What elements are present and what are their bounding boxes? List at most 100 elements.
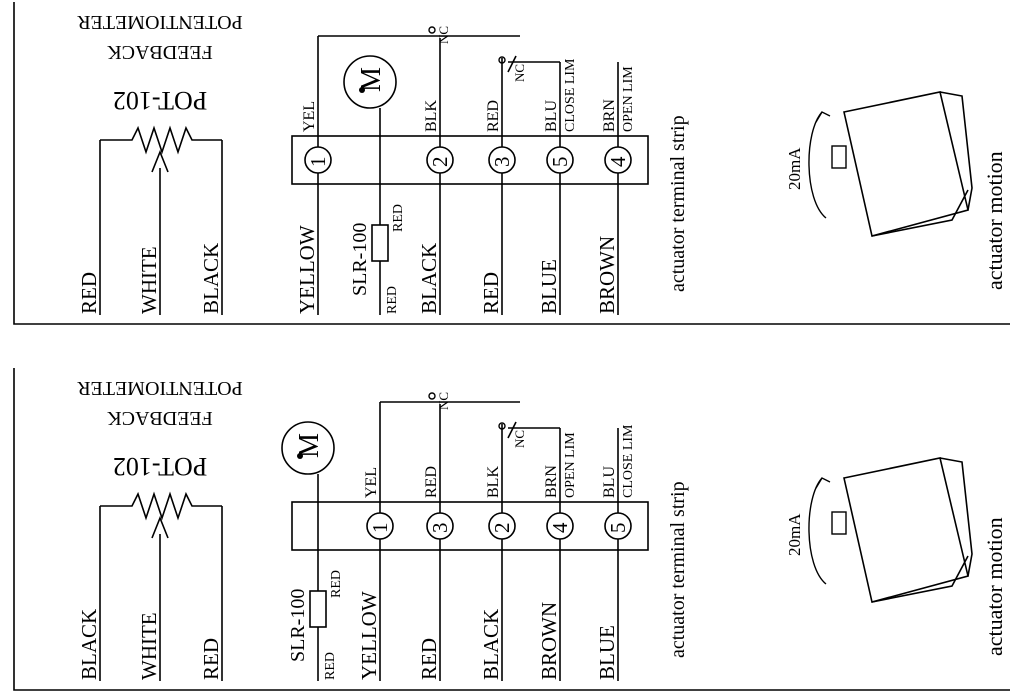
wire-label: BLUE xyxy=(595,625,619,680)
feedback-title-line: FEEDBACK xyxy=(107,41,213,63)
terminal-number: 3 xyxy=(428,523,452,534)
wire-abbr-label: YEL xyxy=(363,467,380,498)
wire-abbr-label: BRN xyxy=(543,465,560,498)
feedback-title-line: POT-102 xyxy=(113,86,207,115)
switch-contact xyxy=(428,392,436,400)
terminal-number: 1 xyxy=(306,157,330,168)
wire-label: BROWN xyxy=(537,602,561,680)
rotation-arrowhead xyxy=(815,111,831,123)
actuator-shaft xyxy=(831,511,847,535)
panel-border xyxy=(13,2,1010,325)
wire-label: YELLOW xyxy=(357,591,381,680)
wire-abbr-label: BLU xyxy=(543,100,560,132)
motor-label: M xyxy=(294,433,325,458)
terminal-number: 5 xyxy=(548,157,572,168)
terminal-strip-label: actuator terminal strip xyxy=(667,115,689,292)
motor-label: M xyxy=(356,67,387,92)
terminal-number: 2 xyxy=(428,157,452,168)
actuator-body xyxy=(843,457,969,603)
limit-tag-label: CLOSE LIM xyxy=(621,424,636,498)
resistor-lead-label: RED xyxy=(391,204,406,232)
motor-circle xyxy=(281,421,335,475)
rotation-arc xyxy=(808,111,827,219)
wire-abbr-label: BLK xyxy=(485,466,502,498)
motor-circle xyxy=(343,55,397,109)
motion-label: actuator motion xyxy=(982,151,1007,290)
wire-label: BROWN xyxy=(595,236,619,314)
terminal-number: 1 xyxy=(368,523,392,534)
wire-abbr-label: RED xyxy=(423,466,440,498)
actuator-flange xyxy=(939,457,973,577)
current-label: 20mA xyxy=(785,513,804,556)
wire-label: BLACK xyxy=(479,609,503,680)
terminal-strip-label: actuator terminal strip xyxy=(667,481,689,658)
wire-abbr-label: BRN xyxy=(601,99,618,132)
actuator-shaft xyxy=(831,145,847,169)
wire-label: RED xyxy=(479,272,503,314)
wire-label: BLUE xyxy=(537,259,561,314)
pot-wire-label: RED xyxy=(199,638,223,680)
limit-tag-label: CLOSE LIM xyxy=(563,58,578,132)
actuator-body xyxy=(843,91,969,237)
resistor-lead-label: RED xyxy=(329,570,344,598)
pot-wire-label: BLACK xyxy=(199,243,223,314)
motor-dot xyxy=(297,453,303,459)
terminal-circle xyxy=(426,146,454,174)
wire-abbr-label: BLK xyxy=(423,100,440,132)
pot-wire-label: WHITE xyxy=(137,246,161,314)
potentiometer-resistor xyxy=(100,491,222,521)
terminal-circle xyxy=(304,146,332,174)
terminal-circle xyxy=(546,512,574,540)
terminal-number: 2 xyxy=(490,523,514,534)
limit-tag-label: OPEN LIM xyxy=(621,66,636,132)
switch-nc-label: NC xyxy=(512,430,527,448)
wiper-arrow xyxy=(151,149,169,173)
wiper-arrow xyxy=(151,515,169,539)
wire-abbr-label: YEL xyxy=(301,101,318,132)
rotation-arc xyxy=(808,477,827,585)
terminal-circle xyxy=(604,512,632,540)
current-label: 20mA xyxy=(785,147,804,190)
terminal-circle xyxy=(546,146,574,174)
resistor-label: SLR-100 xyxy=(287,589,309,662)
wire-label: YELLOW xyxy=(295,225,319,314)
motor-dot xyxy=(359,87,365,93)
switch-contact xyxy=(428,26,436,34)
terminal-number: 4 xyxy=(606,156,630,167)
actuator-edge xyxy=(871,555,969,603)
feedback-title-line: POT-102 xyxy=(113,452,207,481)
pot-wire-label: WHITE xyxy=(137,612,161,680)
actuator-edge xyxy=(871,189,969,237)
motion-label: actuator motion xyxy=(982,517,1007,656)
terminal-circle xyxy=(488,512,516,540)
terminal-number: 4 xyxy=(548,522,572,533)
terminal-number: 3 xyxy=(490,157,514,168)
feedback-title-line: POTENTIOMETER xyxy=(77,11,243,33)
switch-blade xyxy=(507,55,517,73)
terminal-strip xyxy=(291,135,649,185)
resistor-label: SLR-100 xyxy=(349,223,371,296)
slr-resistor xyxy=(371,224,389,262)
switch-nc-label: NC xyxy=(436,392,451,410)
terminal-circle xyxy=(366,512,394,540)
switch-blade xyxy=(507,421,517,439)
actuator-flange xyxy=(939,91,973,211)
terminal-circle xyxy=(426,512,454,540)
pot-wire-label: RED xyxy=(77,272,101,314)
terminal-number: 5 xyxy=(606,523,630,534)
switch-nc-label: NC xyxy=(436,26,451,44)
terminal-circle xyxy=(604,146,632,174)
feedback-title-line: FEEDBACK xyxy=(107,407,213,429)
switch-nc-label: NC xyxy=(512,64,527,82)
pot-wire-label: BLACK xyxy=(77,609,101,680)
terminal-strip xyxy=(291,501,649,551)
resistor-lead-label: RED xyxy=(323,652,338,680)
wire-label: BLACK xyxy=(417,243,441,314)
terminal-circle xyxy=(488,146,516,174)
wire-label: RED xyxy=(417,638,441,680)
feedback-title-line: POTENTIOMETER xyxy=(77,377,243,399)
potentiometer-resistor xyxy=(100,125,222,155)
